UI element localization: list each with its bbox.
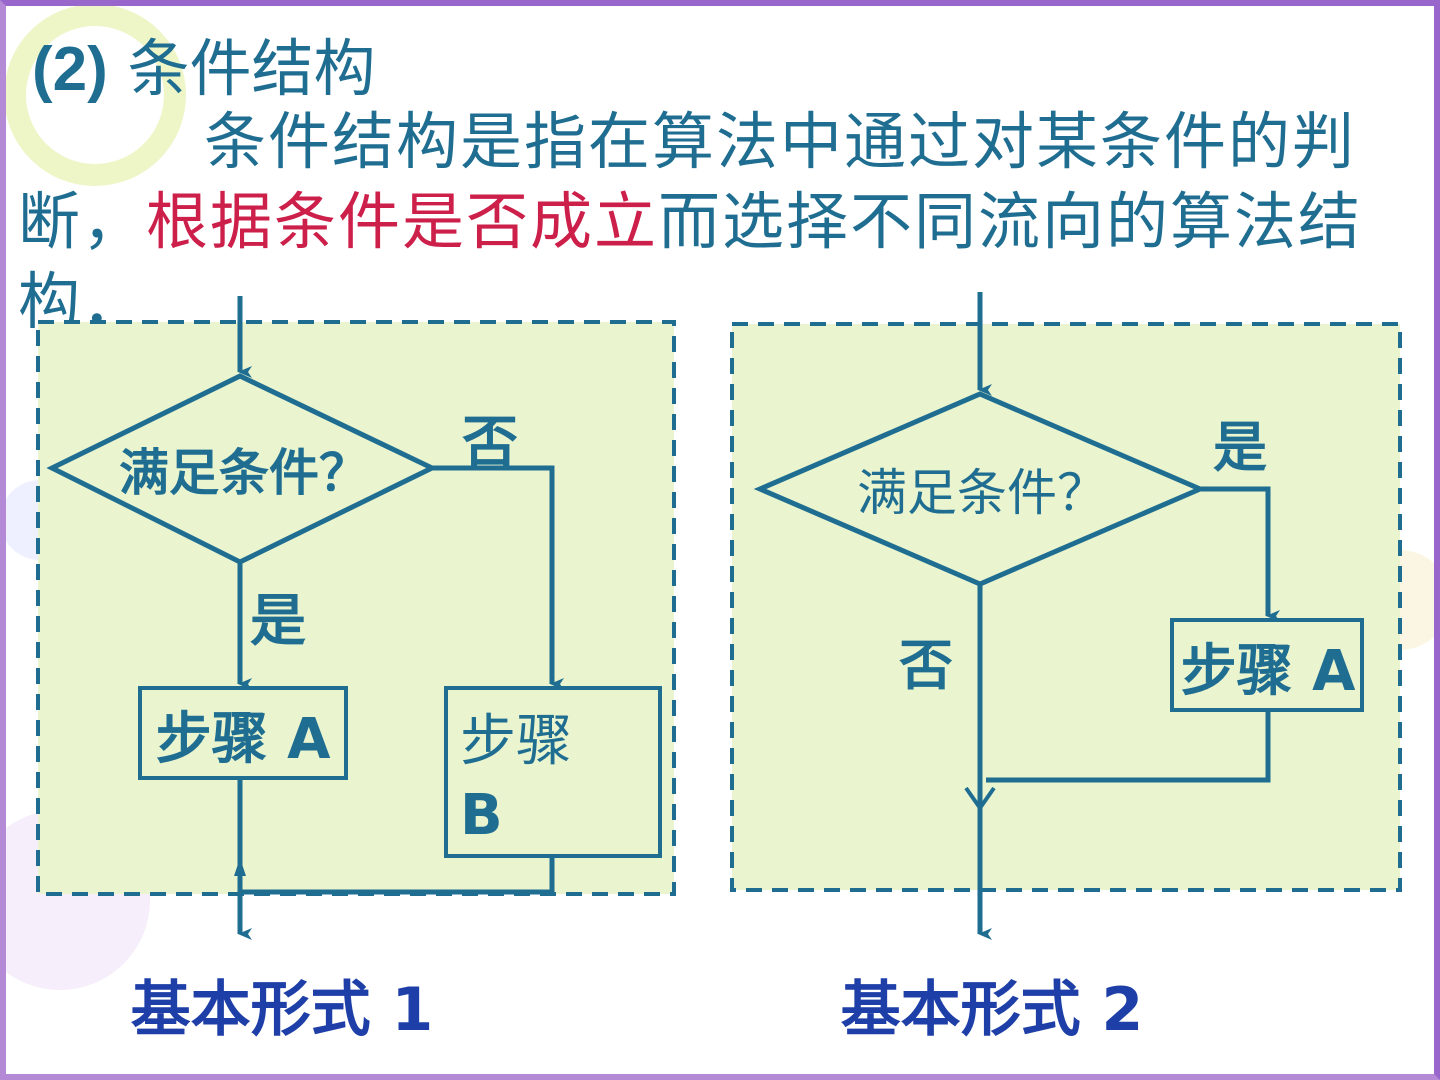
form2-merge-arrowhead xyxy=(964,786,996,812)
form2-flowchart: 满足条件？ 是 步骤 A 否 基本形式 2 xyxy=(730,292,1402,1045)
form1-no-branch xyxy=(432,465,564,690)
form1-flowchart: 满足条件？ 否 是 步骤 A 步骤 B 基本形式 1 xyxy=(36,296,676,1045)
form2-panel xyxy=(730,322,1402,892)
deco-circle xyxy=(4,4,186,186)
form2-decision-label: 满足条件？ xyxy=(857,464,1107,522)
form2-no-label: 否 xyxy=(899,634,953,697)
form1-step-b-label-line2: B xyxy=(460,783,503,848)
form1-yes-label: 是 xyxy=(250,589,306,654)
form1-merge-arrowhead xyxy=(234,858,246,876)
form2-yes-label: 是 xyxy=(1213,416,1267,479)
section-heading: (2) 条件结构 xyxy=(32,34,376,105)
definition-paragraph: 条件结构是指在算法中通过对某条件的判断，根据条件是否成立而选择不同流向的算法结构… xyxy=(18,102,1428,342)
paragraph-text-before: 条件结构是指在算法中通过对某条件的判断， xyxy=(18,105,1357,258)
form2-step-a-box xyxy=(1170,618,1364,712)
form1-caption: 基本形式 1 xyxy=(131,975,434,1045)
form1-step-a-label: 步骤 A xyxy=(156,707,331,772)
form2-step-a-label: 步骤 A xyxy=(1181,639,1356,704)
heading-title: 条件结构 xyxy=(127,32,376,105)
form2-caption: 基本形式 2 xyxy=(841,975,1144,1045)
form1-step-b-merge-line xyxy=(240,856,555,895)
form1-no-label: 否 xyxy=(462,411,518,476)
heading-number: (2) xyxy=(32,35,108,104)
form1-step-b-label-line1: 步骤 xyxy=(460,709,572,774)
form2-yes-branch xyxy=(1200,486,1280,622)
form1-step-a-box xyxy=(138,686,348,780)
form2-yes-merge-line xyxy=(986,710,1271,783)
form1-decision-label: 满足条件？ xyxy=(119,444,369,502)
paragraph-highlight: 根据条件是否成立 xyxy=(146,185,659,258)
